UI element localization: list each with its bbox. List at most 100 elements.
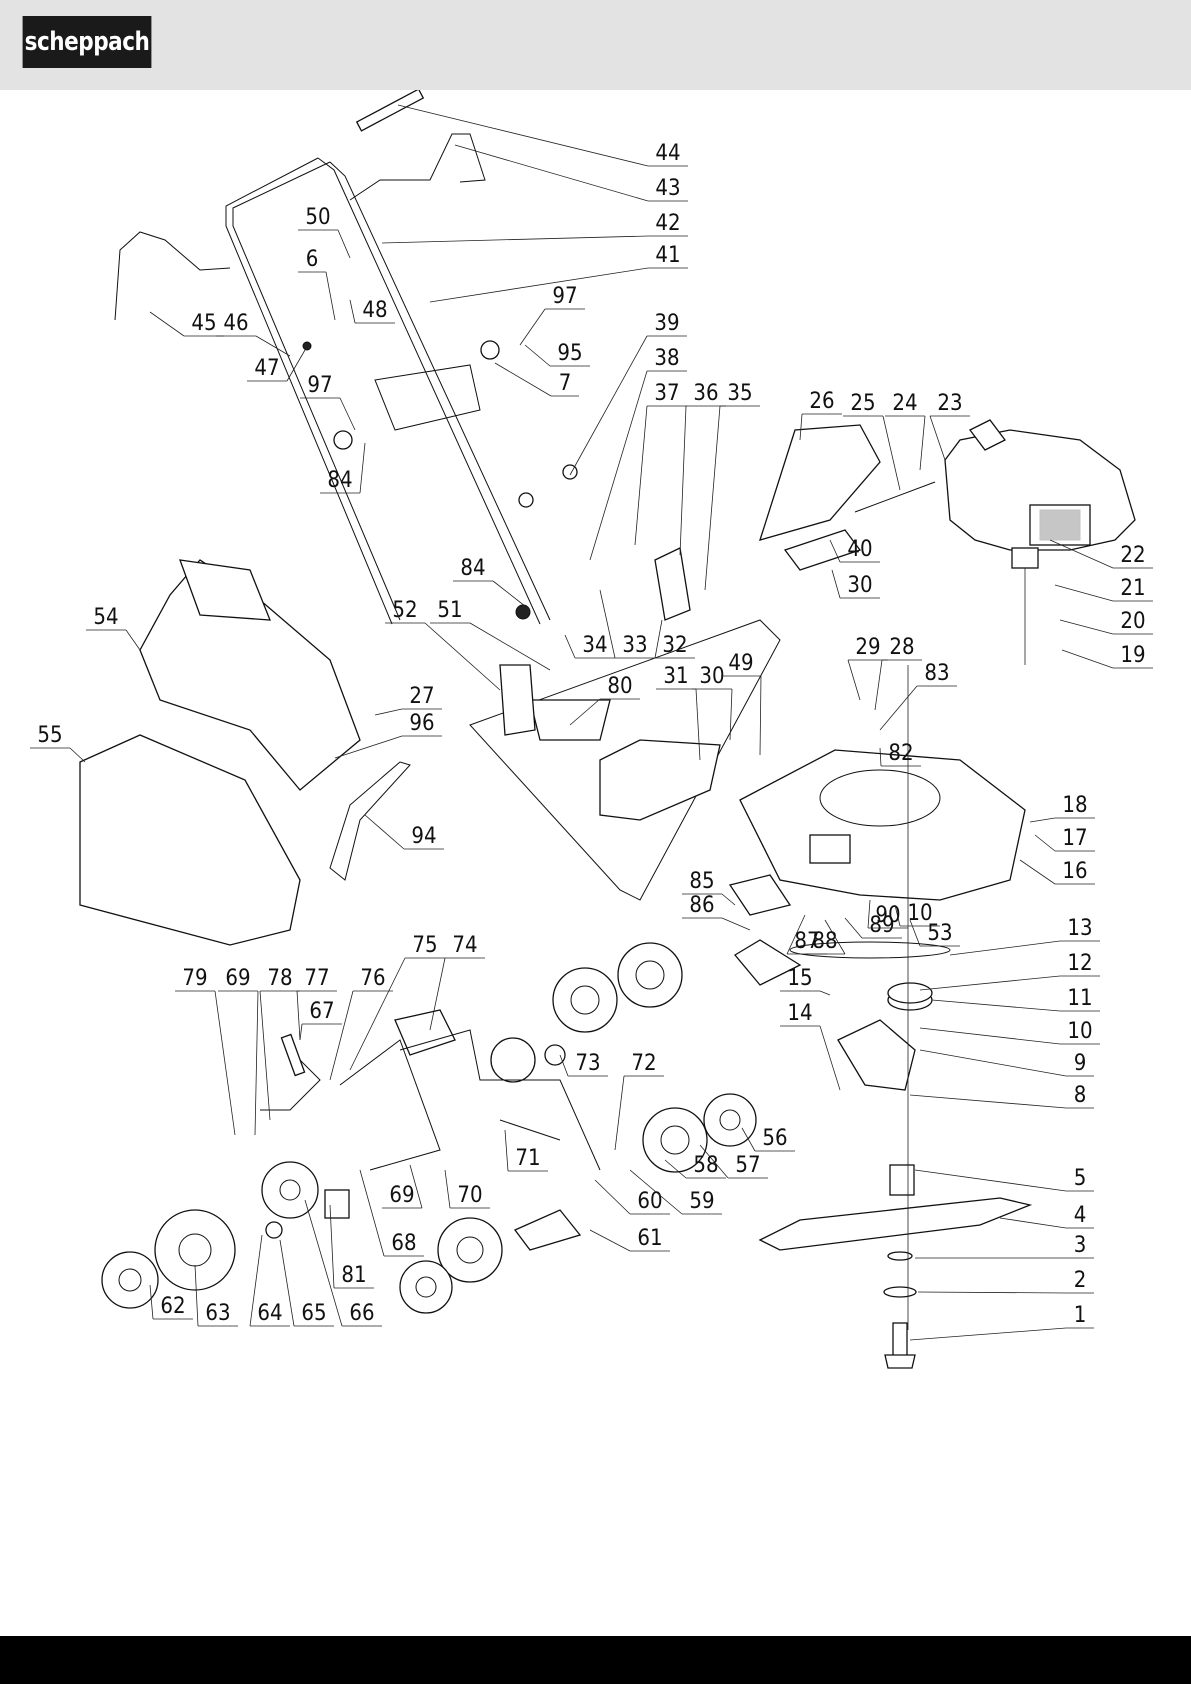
callout-c83: 83 [880, 661, 957, 730]
callout-number: 29 [855, 635, 880, 660]
callout-number: 69 [389, 1183, 414, 1208]
callout-number: 67 [309, 999, 334, 1024]
callout-leader-line [445, 1170, 450, 1208]
callout-leader-line [287, 350, 305, 381]
callout-c55: 55 [30, 723, 85, 762]
callout-c42: 42 [382, 211, 688, 243]
callout-number: 41 [655, 243, 680, 268]
callout-number: 30 [847, 573, 872, 598]
callout-c10b: 10 [920, 1019, 1100, 1044]
callout-number: 9 [1074, 1051, 1087, 1076]
callout-number: 65 [301, 1301, 326, 1326]
callout-c30a: 30 [832, 570, 880, 598]
callout-leader-line [297, 991, 300, 1040]
callout-leader-line [635, 406, 647, 545]
callout-leader-line [1000, 1218, 1066, 1228]
callout-c45: 45 [150, 311, 224, 336]
callout-number: 28 [889, 635, 914, 660]
callout-number: 77 [304, 966, 329, 991]
callout-c28: 28 [875, 635, 922, 710]
callout-c15: 15 [780, 966, 830, 995]
callout-leader-line [848, 660, 860, 700]
callout-number: 70 [457, 1183, 482, 1208]
callout-number: 14 [787, 1001, 812, 1026]
callout-number: 12 [1067, 951, 1092, 976]
blade-guard [838, 1020, 915, 1090]
callout-leader-line [615, 1076, 624, 1150]
page-footer-bar [0, 1636, 1191, 1684]
callout-number: 44 [655, 141, 680, 166]
callout-number: 37 [654, 381, 679, 406]
callout-number: 51 [437, 598, 462, 623]
brand-logo: scheppach [23, 16, 152, 68]
callout-number: 10 [1067, 1019, 1092, 1044]
callout-number: 56 [762, 1126, 787, 1151]
callout-c61: 61 [590, 1226, 670, 1251]
callout-leader-line [680, 406, 686, 555]
callout-number: 17 [1062, 826, 1087, 851]
callout-leader-line [525, 345, 550, 366]
callout-leader-line [350, 300, 355, 323]
callout-leader-line [820, 991, 830, 995]
callout-c67: 67 [300, 999, 342, 1040]
callout-c84a: 84 [320, 443, 365, 493]
callout-number: 30 [699, 664, 724, 689]
callout-leader-line [918, 1292, 1066, 1293]
callout-leader-line [255, 991, 258, 1135]
callout-leader-line [705, 406, 720, 590]
callout-number: 84 [327, 468, 352, 493]
callout-number: 97 [552, 284, 577, 309]
callout-number: 50 [305, 205, 330, 230]
callout-leader-line [495, 363, 551, 396]
callout-c16: 16 [1020, 859, 1095, 884]
callout-number: 13 [1067, 916, 1092, 941]
callout-number: 96 [409, 711, 434, 736]
callout-leader-line [920, 1050, 1066, 1076]
callout-number: 48 [362, 298, 387, 323]
callout-number: 22 [1120, 543, 1145, 568]
callout-c29: 29 [848, 635, 888, 700]
callout-c36: 36 [680, 381, 726, 555]
callout-leader-line [260, 991, 270, 1120]
callout-c34: 34 [565, 633, 615, 658]
bag-support-rod [330, 762, 410, 880]
callout-c5: 5 [915, 1166, 1094, 1191]
callout-number: 27 [409, 684, 434, 709]
callout-number: 73 [575, 1051, 600, 1076]
callout-leader-line [915, 1170, 1066, 1191]
engine-block [945, 420, 1135, 665]
handle-grip-sleeve [357, 90, 424, 131]
callout-c7: 7 [495, 363, 579, 396]
callout-c54: 54 [86, 605, 140, 650]
callout-number: 32 [662, 633, 687, 658]
callout-leader-line [590, 371, 647, 560]
deck-rear-frame [470, 548, 780, 900]
callout-c43: 43 [455, 145, 688, 201]
callout-number: 80 [607, 674, 632, 699]
callout-number: 35 [727, 381, 752, 406]
callout-number: 40 [847, 537, 872, 562]
callout-number: 95 [557, 341, 582, 366]
callout-leader-line [365, 815, 404, 849]
cutting-blade [760, 1198, 1030, 1250]
callout-number: 60 [637, 1189, 662, 1214]
callout-c1: 1 [910, 1303, 1094, 1340]
callout-c70: 70 [445, 1170, 490, 1208]
callout-number: 53 [927, 921, 952, 946]
callout-c18: 18 [1030, 793, 1095, 822]
callout-leader-line [760, 676, 761, 755]
callout-c19: 19 [1062, 643, 1153, 668]
callout-leader-line [1020, 860, 1055, 884]
callout-leader-line [880, 686, 917, 730]
callout-c71: 71 [505, 1130, 548, 1171]
callout-number: 42 [655, 211, 680, 236]
callout-number: 23 [937, 391, 962, 416]
callout-leader-line [655, 620, 662, 658]
callout-c12: 12 [920, 951, 1100, 990]
callout-number: 36 [693, 381, 718, 406]
callout-leader-line [595, 1180, 630, 1214]
callout-number: 21 [1120, 576, 1145, 601]
callout-number: 31 [663, 664, 688, 689]
callout-number: 49 [728, 651, 753, 676]
callout-leader-line [920, 976, 1060, 990]
